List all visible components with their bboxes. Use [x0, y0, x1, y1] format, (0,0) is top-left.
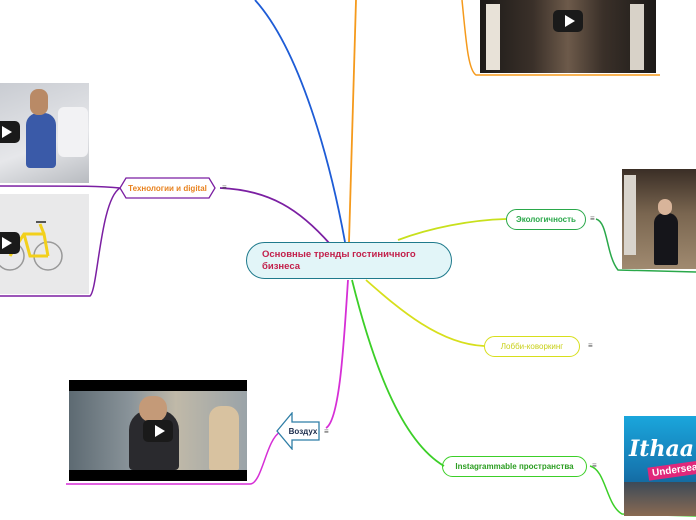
branch-line-top-blue [254, 0, 346, 243]
branch-line-insta [351, 279, 445, 467]
branch-line-top-orange [348, 0, 357, 243]
topic-insta-label: Instagrammable пространства [455, 462, 574, 471]
branch-line-tech [219, 187, 331, 245]
central-topic-line2: бизнеса [262, 261, 301, 272]
topic-eco[interactable]: Экологичность [506, 209, 586, 230]
person-second [209, 406, 239, 470]
restaurant-interior [624, 482, 696, 516]
central-topic[interactable]: Основные тренды гостиничного бизнеса [246, 242, 452, 279]
play-icon[interactable] [143, 420, 173, 442]
topic-air-shape [276, 412, 320, 450]
topic-lobby[interactable]: Лобби-коворкинг [484, 336, 580, 357]
door-frame-right [630, 4, 644, 70]
insta-image-line [589, 465, 696, 517]
topic-tech[interactable]: Технологии и digital [119, 177, 216, 199]
person-head [658, 199, 672, 215]
ithaa-logo-text: Ithaa [629, 436, 694, 462]
video-thumbnail-air[interactable] [69, 380, 247, 481]
image-underline-top [461, 0, 660, 76]
tech-image1-line [0, 185, 121, 189]
image-eco-lobby[interactable] [622, 169, 696, 269]
video-thumbnail-woman-laptop[interactable] [0, 83, 89, 183]
branch-line-eco [397, 218, 507, 241]
note-icon[interactable]: ≡ [592, 461, 597, 470]
note-icon[interactable]: ≡ [324, 427, 329, 436]
image-ithaa-undersea[interactable]: Ithaa Undersea [624, 416, 696, 516]
topic-eco-label: Экологичность [516, 215, 576, 224]
branch-line-air [325, 279, 349, 429]
eco-image-line [595, 218, 696, 273]
branch-line-lobby [365, 279, 485, 347]
topic-air-label: Воздух [288, 426, 318, 436]
pillows [58, 107, 88, 157]
tech-image2-line [0, 187, 121, 297]
note-icon[interactable]: ≡ [588, 341, 593, 350]
topic-insta[interactable]: Instagrammable пространства [442, 456, 587, 477]
topic-air[interactable]: Воздух [276, 412, 320, 450]
person-dress [26, 113, 56, 168]
person-silhouette [654, 213, 678, 265]
video-thumbnail-bicycle[interactable] [0, 194, 89, 294]
video-thumbnail-lobby-entrance[interactable] [480, 0, 656, 73]
note-icon[interactable]: ≡ [590, 214, 595, 223]
topic-lobby-label: Лобби-коворкинг [500, 342, 564, 351]
topic-tech-shape [119, 177, 216, 199]
note-icon[interactable]: ≡ [222, 183, 227, 192]
central-topic-line1: Основные тренды гостиничного [262, 249, 416, 260]
person-head [139, 396, 167, 422]
person-head [30, 89, 48, 115]
air-image-line [66, 431, 281, 485]
door-frame-left [486, 4, 500, 70]
play-icon[interactable] [553, 10, 583, 32]
play-icon[interactable] [0, 232, 20, 254]
play-icon[interactable] [0, 121, 20, 143]
topic-tech-label: Технологии и digital [128, 183, 207, 193]
column [624, 175, 636, 255]
